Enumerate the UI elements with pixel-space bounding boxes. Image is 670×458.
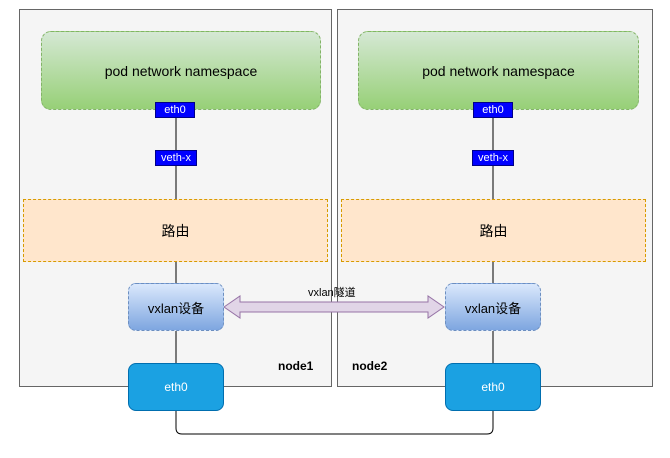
- node1-veth-tag: veth-x: [155, 150, 197, 166]
- vxlan-tunnel-label: vxlan隧道: [308, 287, 356, 299]
- node2-veth-tag: veth-x: [472, 150, 514, 166]
- node2-label: node2: [352, 359, 388, 373]
- node1-pod-namespace: pod network namespace: [41, 31, 321, 110]
- node2-pod-eth0-tag: eth0: [473, 102, 513, 118]
- node2-routing: 路由: [341, 199, 646, 262]
- node2-eth0-nic: eth0: [445, 363, 541, 411]
- node1-vxlan-device: vxlan设备: [128, 283, 224, 331]
- node1-routing: 路由: [23, 199, 328, 262]
- node1-eth0-nic: eth0: [128, 363, 224, 411]
- node1-label: node1: [278, 359, 314, 373]
- node2-pod-namespace: pod network namespace: [358, 31, 639, 110]
- physical-link: [175, 410, 494, 435]
- vxlan-tunnel-arrow: [223, 295, 445, 319]
- node1-pod-eth0-tag: eth0: [155, 102, 195, 118]
- node2-vxlan-device: vxlan设备: [445, 283, 541, 331]
